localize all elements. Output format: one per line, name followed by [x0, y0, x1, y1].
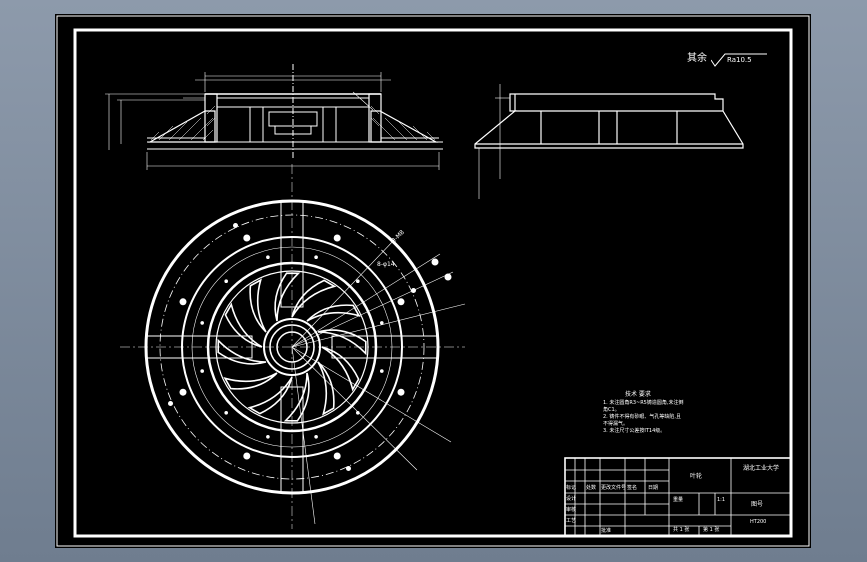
material-value: HT200: [750, 519, 767, 525]
sign-label: 签名: [627, 485, 638, 491]
tech-req-line: 角C1。: [603, 407, 620, 413]
cad-viewport[interactable]: 其余 Ra10.5 2-M8 8-φ14 技术 要求 1. 未注圆角R3~R5铸…: [55, 14, 811, 548]
school-name: 湖北工业大学: [743, 465, 780, 472]
impeller-vane: [223, 372, 278, 390]
bolt-hole: [397, 388, 405, 396]
file-label: 更改文件号: [601, 485, 627, 491]
impeller-vane: [274, 272, 301, 322]
impeller-vane: [224, 302, 263, 348]
impeller-vane: [283, 372, 310, 422]
impeller-vanes: [217, 272, 367, 422]
scale-value: 1:1: [717, 497, 726, 503]
part-name: 叶轮: [690, 473, 703, 480]
weight-label: 重量: [673, 497, 684, 503]
bolt-hole: [266, 255, 270, 259]
bolt-hole: [356, 279, 360, 284]
bolt-hole: [200, 321, 204, 325]
impeller-vane: [249, 278, 267, 333]
technical-requirements: 技术 要求 1. 未注圆角R3~R5铸造圆角,未注倒 角C1。 2. 铸件不得有…: [603, 392, 683, 434]
impeller-vane: [317, 361, 335, 416]
bolt-hole: [314, 255, 318, 259]
drawing-canvas: [56, 15, 810, 547]
bolt-hole: [346, 466, 351, 471]
bolt-hole: [333, 452, 341, 460]
drawing-number: 图号: [751, 501, 764, 508]
sheet-inner-border: [73, 28, 793, 538]
hole-dimension-label: 8-φ14: [377, 261, 395, 268]
tech-req-line: 不得漏气。: [603, 421, 629, 427]
bolt-hole: [200, 369, 204, 373]
sheet-current: 第 1 张: [703, 527, 720, 533]
bolt-hole: [333, 234, 341, 242]
bolt-hole: [179, 388, 187, 396]
bolt-hole: [233, 223, 238, 228]
impeller-vane: [306, 304, 361, 322]
check-label: 审核: [566, 507, 577, 513]
bolt-hole: [380, 321, 384, 325]
bolt-hole: [411, 288, 416, 293]
tech-req-line: 2. 铸件不得有砂眼、气孔等缺陷,且: [603, 414, 681, 420]
roughness-value: Ra10.5: [727, 56, 752, 64]
bolt-hole: [179, 298, 187, 306]
sheet-total: 共 1 张: [673, 527, 690, 533]
tech-req-line: 3. 未注尺寸公差按IT14级。: [603, 428, 666, 434]
bolt-holes: [168, 223, 416, 471]
title-block-grid: [564, 457, 792, 537]
bolt-hole: [380, 369, 384, 373]
tech-req-title: 技术 要求: [625, 391, 651, 398]
approve-label: 批准: [601, 528, 612, 534]
roughness-icon: [710, 52, 771, 67]
count-label: 处数: [586, 485, 597, 491]
top-view: [120, 164, 466, 529]
bolt-hole: [266, 435, 270, 439]
impeller-vane: [317, 329, 367, 356]
process-label: 工艺: [566, 518, 577, 524]
tech-req-line: 1. 未注圆角R3~R5铸造圆角,未注倒: [603, 400, 684, 406]
bolt-hole: [356, 411, 360, 415]
sheet-outer-border: [56, 15, 810, 547]
impeller-vane: [217, 338, 267, 365]
bolt-hole: [397, 298, 405, 306]
roughness-prefix: 其余: [687, 53, 707, 64]
section-view: [105, 64, 443, 170]
date-label: 日期: [648, 485, 659, 491]
side-view: [474, 84, 744, 199]
design-label: 设计: [566, 496, 577, 502]
bolt-hole: [314, 435, 318, 439]
bolt-hole: [224, 411, 228, 415]
impeller-vane: [247, 376, 293, 415]
impeller-vane: [321, 346, 360, 392]
bolt-hole: [168, 401, 173, 406]
mark-label: 标记: [566, 485, 577, 491]
bolt-hole: [243, 452, 251, 460]
impeller-vane: [291, 279, 337, 318]
bolt-hole: [224, 279, 228, 284]
bolt-hole: [243, 234, 251, 242]
